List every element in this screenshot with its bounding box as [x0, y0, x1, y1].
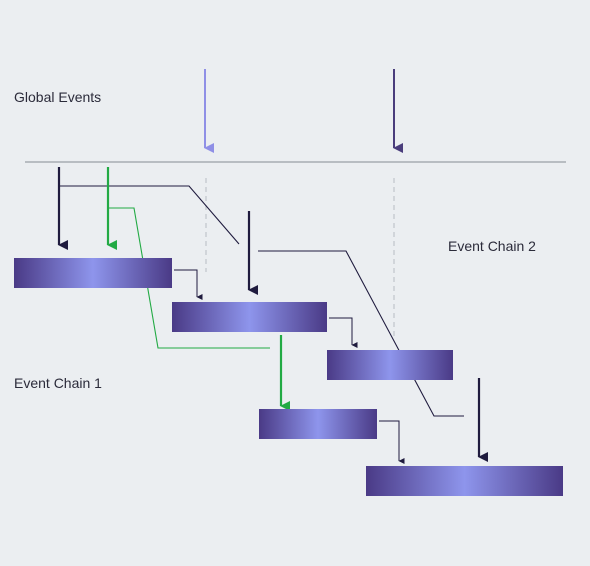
step-connector-2 [329, 317, 358, 348]
event-bar-3 [327, 350, 453, 380]
event-chain-2-label: Event Chain 2 [448, 238, 536, 254]
step-connector-1 [174, 269, 203, 300]
global-events-label: Global Events [14, 89, 102, 105]
event-bar-2 [172, 302, 327, 332]
chain2-connector-2 [258, 250, 464, 417]
chain2-connector [59, 185, 240, 245]
step-connector-3 [379, 420, 405, 464]
event-bar-1 [14, 258, 172, 288]
event-bar-4 [259, 409, 377, 439]
event-bar-5 [366, 466, 563, 496]
event-chain-1-label: Event Chain 1 [14, 375, 102, 391]
